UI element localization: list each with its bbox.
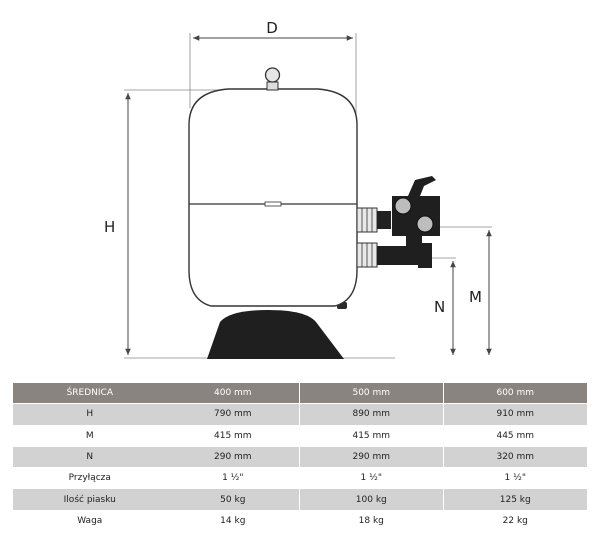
table-cell: 415 mm [166,425,300,447]
dimension-h-label: H [104,218,115,236]
table-row: M 415 mm 415 mm 445 mm [13,425,587,447]
table-cell: 290 mm [299,446,444,469]
table-row: Przyłącza 1 ½" 1 ½" 1 ½" [13,467,587,490]
table-cell: 910 mm [442,403,587,426]
table-cell: 445 mm [442,425,587,447]
header-400: 400 mm [166,383,300,405]
table-cell: 320 mm [442,446,587,469]
filter-tank [188,88,358,307]
row-label: Ilość piasku [13,488,167,511]
table-cell: 100 kg [299,488,444,511]
upper-pipe-fitting [356,207,391,233]
row-label: Przyłącza [13,467,167,490]
row-label: N [13,446,167,469]
table-cell: 1 ½" [442,467,587,490]
table-cell: 14 kg [166,510,300,533]
lower-pipe-fitting [356,232,432,268]
filter-base [207,310,344,359]
table-row: Ilość piasku 50 kg 100 kg 125 kg [13,488,587,511]
header-500: 500 mm [299,383,444,405]
table-cell: 125 kg [442,488,587,511]
table-cell: 290 mm [166,446,300,469]
table-cell: 790 mm [166,403,300,426]
seam-clip [264,201,282,207]
table-row: H 790 mm 890 mm 910 mm [13,403,587,426]
table-cell: 18 kg [299,510,444,533]
table-cell: 415 mm [299,425,444,447]
table-row: Waga 14 kg 18 kg 22 kg [13,510,587,533]
sand-filter-diagram: D H N M [104,19,492,359]
row-label: M [13,425,167,447]
table-cell: 1 ½" [299,467,444,490]
table-cell: 22 kg [442,510,587,533]
header-600: 600 mm [442,383,587,405]
table-header-row: ŚREDNICA 400 mm 500 mm 600 mm [13,383,587,405]
dimension-d-label: D [266,19,278,37]
table-cell: 890 mm [299,403,444,426]
table-row: N 290 mm 290 mm 320 mm [13,446,587,469]
table-cell: 50 kg [166,488,300,511]
dimension-m-label: M [469,288,482,306]
table-cell: 1 ½" [166,467,300,490]
row-label: Waga [13,510,167,533]
row-label: H [13,403,167,426]
vent-knob-icon [264,67,281,91]
multiport-valve-icon [392,176,440,236]
header-srednica: ŚREDNICA [13,383,167,405]
dimension-n-label: N [434,298,445,316]
specification-table: ŚREDNICA 400 mm 500 mm 600 mm H 790 mm 8… [13,383,587,533]
